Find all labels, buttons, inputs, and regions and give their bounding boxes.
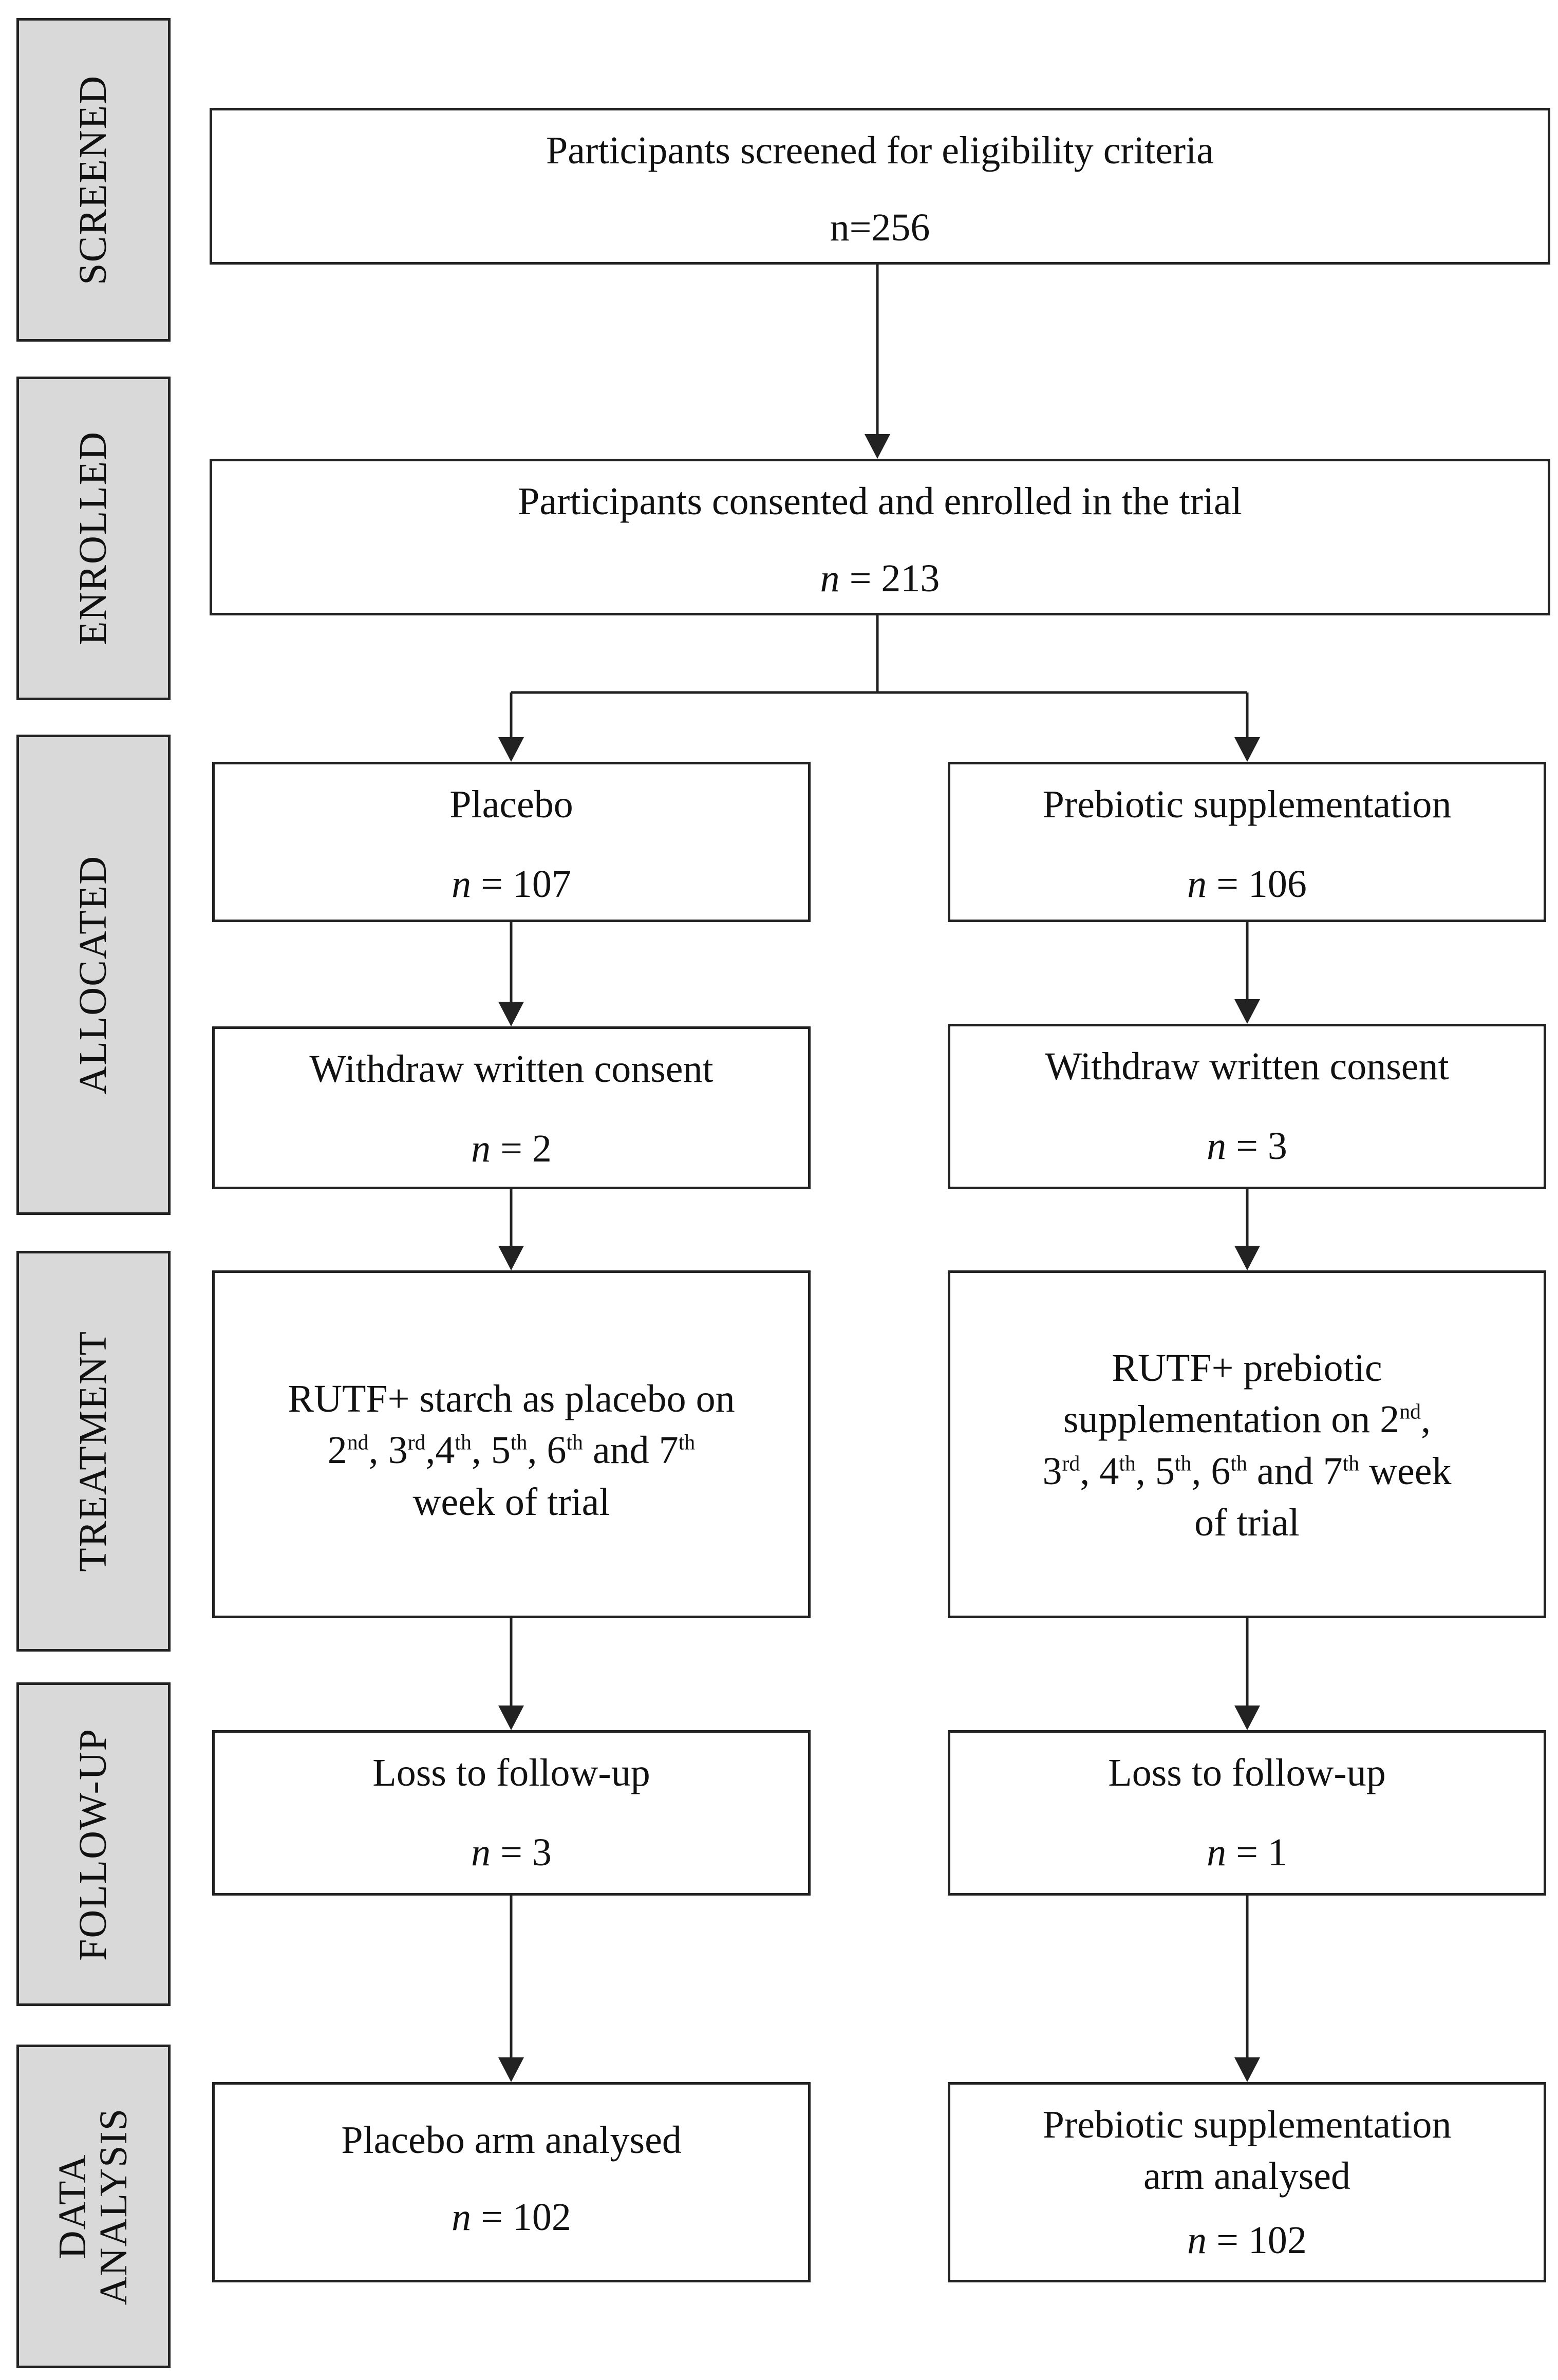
n-symbol: n xyxy=(1187,863,1207,906)
placebo-treatment-line-2: 2nd, 3rd,4th, 5th, 6th and 7th xyxy=(327,1429,696,1472)
n-symbol: n xyxy=(452,2196,472,2239)
placebo-followup-count: n = 3 xyxy=(215,1833,808,1872)
placebo-analysis-box: Placebo arm analysed n = 102 xyxy=(212,2082,811,2282)
stage-label-enrolled: ENROLLED xyxy=(16,377,171,700)
placebo-treatment-line-3: week of trial xyxy=(412,1480,610,1524)
stage-label-data-analysis-text: DATA ANALYSIS xyxy=(51,2107,135,2306)
arrowhead-placebo-treatment xyxy=(498,1246,524,1270)
placebo-allocated-count: n = 107 xyxy=(215,865,808,904)
prebiotic-analysis-box: Prebiotic supplementation arm analysed n… xyxy=(948,2082,1546,2282)
prebiotic-withdraw-box: Withdraw written consent n = 3 xyxy=(948,1024,1546,1189)
arrowhead-placebo-analysis xyxy=(498,2057,524,2082)
prebiotic-allocated-value: = 106 xyxy=(1207,863,1307,906)
prebiotic-treatment-text: RUTF+ prebiotic supplementation on 2nd, … xyxy=(966,1342,1528,1548)
prebiotic-followup-box: Loss to follow-up n = 1 xyxy=(948,1730,1546,1896)
stage-label-allocated: ALLOCATED xyxy=(16,735,171,1215)
enrolled-box: Participants consented and enrolled in t… xyxy=(210,459,1550,615)
arrowhead-placebo-withdraw xyxy=(498,1002,524,1026)
enrolled-count: n = 213 xyxy=(212,559,1548,598)
prebiotic-withdraw-title: Withdraw written consent xyxy=(1045,1045,1449,1088)
placebo-allocated-value: = 107 xyxy=(471,863,571,906)
prebiotic-treatment-line-1: RUTF+ prebiotic xyxy=(1112,1346,1382,1390)
stage-label-data-analysis: DATA ANALYSIS xyxy=(16,2045,171,2368)
screened-title: Participants screened for eligibility cr… xyxy=(546,129,1214,172)
placebo-withdraw-value: = 2 xyxy=(491,1127,552,1170)
prebiotic-followup-title: Loss to follow-up xyxy=(1108,1751,1386,1794)
placebo-followup-box: Loss to follow-up n = 3 xyxy=(212,1730,811,1896)
placebo-analysis-count: n = 102 xyxy=(215,2198,808,2237)
arrowhead-placebo-followup xyxy=(498,1706,524,1730)
arrowhead-prebiotic-withdraw xyxy=(1234,999,1260,1024)
arrowhead-prebiotic-followup xyxy=(1234,1706,1260,1730)
stage-label-treatment: TREATMENT xyxy=(16,1251,171,1652)
n-symbol: n xyxy=(452,863,472,906)
screened-box: Participants screened for eligibility cr… xyxy=(210,108,1550,265)
prebiotic-analysis-count: n = 102 xyxy=(950,2221,1544,2260)
n-symbol: n xyxy=(820,557,840,600)
prebiotic-treatment-box: RUTF+ prebiotic supplementation on 2nd, … xyxy=(948,1270,1546,1618)
stage-label-treatment-text: TREATMENT xyxy=(71,1330,115,1572)
arrowhead-prebiotic-analysis xyxy=(1234,2057,1260,2082)
prebiotic-allocated-box: Prebiotic supplementation n = 106 xyxy=(948,762,1546,922)
prebiotic-treatment-line-2: supplementation on 2nd, xyxy=(1063,1398,1431,1441)
prebiotic-analysis-value: = 102 xyxy=(1207,2219,1307,2262)
stage-label-follow-up: FOLLOW-UP xyxy=(16,1682,171,2006)
placebo-allocated-title: Placebo xyxy=(449,783,573,826)
placebo-treatment-text: RUTF+ starch as placebo on 2nd, 3rd,4th,… xyxy=(230,1373,793,1528)
n-symbol: n xyxy=(1207,1831,1227,1874)
n-symbol: n xyxy=(1207,1125,1227,1168)
enrolled-title: Participants consented and enrolled in t… xyxy=(518,480,1242,523)
enrolled-count-value: = 213 xyxy=(839,557,940,600)
prebiotic-allocated-count: n = 106 xyxy=(950,865,1544,904)
prebiotic-followup-value: = 1 xyxy=(1226,1831,1287,1874)
prebiotic-treatment-line-3: 3rd, 4th, 5th, 6th and 7th week xyxy=(1042,1449,1452,1493)
placebo-withdraw-title: Withdraw written consent xyxy=(309,1047,714,1091)
placebo-treatment-line-1: RUTF+ starch as placebo on xyxy=(288,1377,735,1420)
prebiotic-withdraw-value: = 3 xyxy=(1226,1125,1287,1168)
prebiotic-allocated-title: Prebiotic supplementation xyxy=(1042,783,1452,826)
prebiotic-analysis-title-2: arm analysed xyxy=(1143,2154,1351,2198)
placebo-withdraw-box: Withdraw written consent n = 2 xyxy=(212,1026,811,1189)
arrowhead-enrolled xyxy=(865,434,890,459)
placebo-analysis-title: Placebo arm analysed xyxy=(341,2119,682,2162)
placebo-allocated-box: Placebo n = 107 xyxy=(212,762,811,922)
placebo-followup-title: Loss to follow-up xyxy=(372,1751,650,1794)
screened-count: n=256 xyxy=(830,206,930,249)
arrowhead-placebo xyxy=(498,737,524,762)
prebiotic-withdraw-count: n = 3 xyxy=(950,1127,1544,1166)
placebo-analysis-value: = 102 xyxy=(471,2196,571,2239)
n-symbol: n xyxy=(471,1127,491,1170)
stage-label-screened-text: SCREENED xyxy=(71,74,115,285)
n-symbol: n xyxy=(471,1831,491,1874)
placebo-withdraw-count: n = 2 xyxy=(215,1129,808,1168)
stage-label-follow-up-text: FOLLOW-UP xyxy=(71,1728,115,1961)
arrowhead-prebiotic-treatment xyxy=(1234,1246,1260,1270)
prebiotic-treatment-line-4: of trial xyxy=(1194,1501,1300,1544)
prebiotic-analysis-title-1: Prebiotic supplementation xyxy=(1042,2103,1452,2146)
stage-label-screened: SCREENED xyxy=(16,18,171,342)
stage-label-enrolled-text: ENROLLED xyxy=(71,431,115,646)
prebiotic-followup-count: n = 1 xyxy=(950,1833,1544,1872)
n-symbol: n xyxy=(1187,2219,1207,2262)
stage-label-allocated-text: ALLOCATED xyxy=(71,855,115,1095)
arrowhead-prebiotic xyxy=(1234,737,1260,762)
placebo-followup-value: = 3 xyxy=(491,1831,552,1874)
placebo-treatment-box: RUTF+ starch as placebo on 2nd, 3rd,4th,… xyxy=(212,1270,811,1618)
